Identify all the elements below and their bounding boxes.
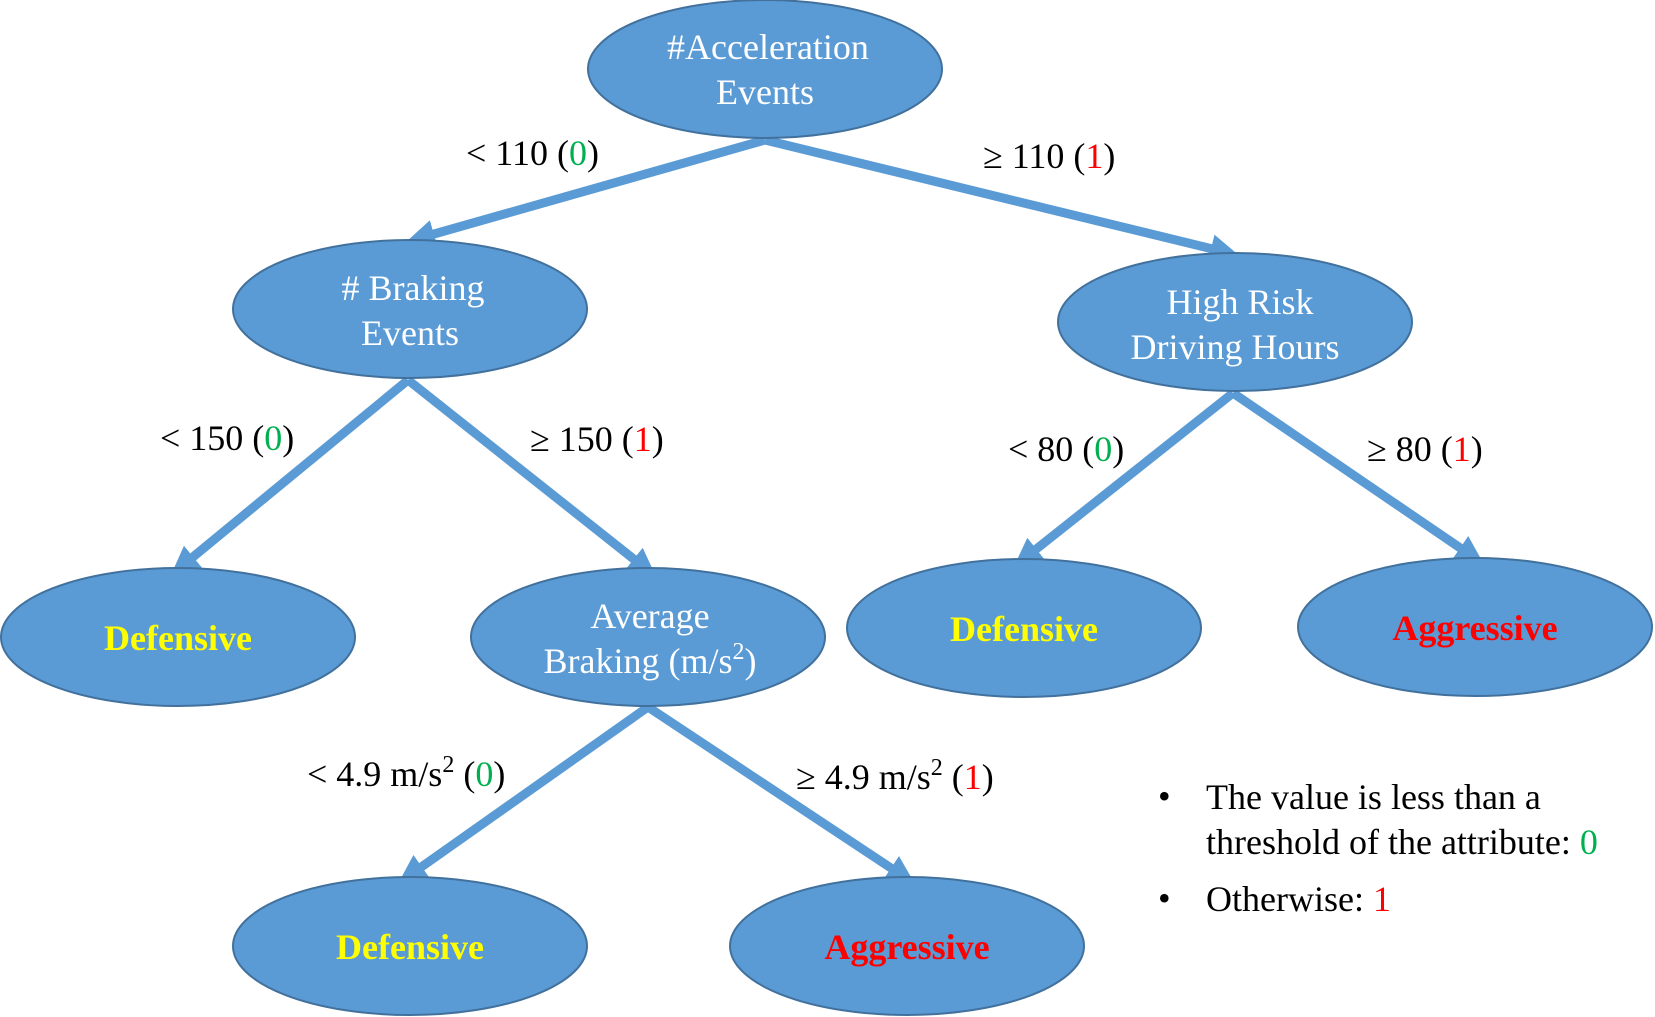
node-braking-line1: # Braking bbox=[342, 268, 485, 308]
leaf-defensive-3-label: Defensive bbox=[336, 927, 484, 967]
legend: • The value is less than a threshold of … bbox=[1158, 776, 1598, 919]
node-root-line1: #Acceleration bbox=[667, 27, 869, 67]
leaf-aggressive-1: Aggressive bbox=[1297, 557, 1653, 697]
legend-item1-line2: threshold of the attribute: 0 bbox=[1206, 822, 1598, 862]
leaf-aggressive-2-label: Aggressive bbox=[824, 927, 989, 967]
edge-label-highrisk-left: < 80 (0) bbox=[1008, 429, 1124, 469]
node-highrisk-line1: High Risk bbox=[1166, 282, 1313, 322]
edge-root-to-braking bbox=[406, 135, 767, 248]
legend-item2: Otherwise: 1 bbox=[1206, 879, 1391, 919]
node-avgbraking-line2: Braking (m/s2) bbox=[544, 639, 757, 681]
legend-item1-line1: The value is less than a bbox=[1206, 777, 1541, 817]
leaf-defensive-3: Defensive bbox=[232, 876, 588, 1016]
node-root: #Acceleration Events bbox=[587, 0, 943, 139]
edge-label-braking-right: ≥ 150 (1) bbox=[530, 419, 664, 459]
edge-label-root-right: ≥ 110 (1) bbox=[983, 136, 1115, 176]
node-avgbraking: Average Braking (m/s2) bbox=[470, 567, 826, 707]
leaf-defensive-1: Defensive bbox=[0, 567, 356, 707]
leaf-defensive-1-label: Defensive bbox=[104, 618, 252, 658]
edge-highrisk-to-aggressive bbox=[1230, 389, 1484, 565]
leaf-aggressive-2: Aggressive bbox=[729, 876, 1085, 1016]
edge-avgbraking-to-defensive bbox=[398, 703, 651, 884]
node-highrisk-line2: Driving Hours bbox=[1131, 327, 1340, 367]
edge-label-avg-right: ≥ 4.9 m/s2 (1) bbox=[796, 755, 994, 797]
edge-braking-to-defensive bbox=[170, 376, 411, 576]
edge-label-braking-left: < 150 (0) bbox=[160, 418, 294, 458]
node-root-line2: Events bbox=[716, 72, 814, 112]
node-braking: # Braking Events bbox=[232, 239, 588, 379]
legend-bullet-1: • bbox=[1158, 776, 1171, 816]
node-avgbraking-line1: Average bbox=[590, 596, 709, 636]
edge-label-root-left: < 110 (0) bbox=[466, 133, 599, 173]
edge-label-highrisk-right: ≥ 80 (1) bbox=[1367, 429, 1483, 469]
node-highrisk: High Risk Driving Hours bbox=[1057, 252, 1413, 392]
edge-avgbraking-to-aggressive bbox=[645, 703, 916, 884]
leaf-aggressive-1-label: Aggressive bbox=[1392, 608, 1557, 648]
leaf-defensive-2: Defensive bbox=[846, 558, 1202, 698]
legend-bullet-2: • bbox=[1158, 878, 1171, 918]
edge-root-to-highrisk bbox=[763, 135, 1239, 263]
leaf-defensive-2-label: Defensive bbox=[950, 609, 1098, 649]
edge-braking-to-avgbraking bbox=[405, 376, 657, 577]
edge-label-avg-left: < 4.9 m/s2 (0) bbox=[307, 752, 505, 794]
node-braking-line2: Events bbox=[361, 313, 459, 353]
edge-highrisk-to-defensive bbox=[1013, 389, 1236, 567]
